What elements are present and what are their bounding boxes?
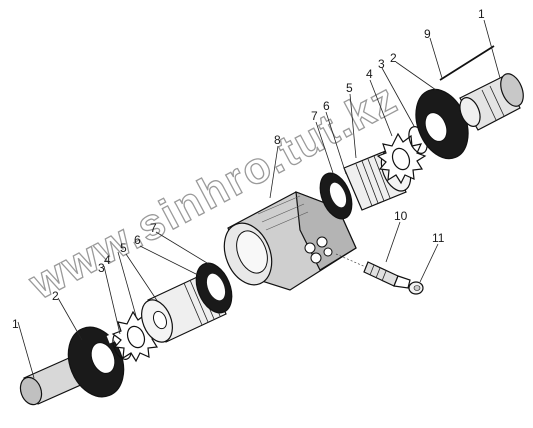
callout-1-upper: 1 bbox=[478, 7, 485, 21]
callout-labels: 1 2 3 4 5 6 7 8 7 6 5 4 3 2 9 1 10 11 bbox=[12, 7, 485, 331]
leader-lines bbox=[17, 19, 501, 379]
cap-part-11 bbox=[408, 281, 424, 295]
housing-body bbox=[223, 191, 357, 291]
callout-6-lower: 6 bbox=[134, 233, 141, 247]
callout-10: 10 bbox=[394, 209, 408, 223]
seal-upper bbox=[319, 172, 353, 220]
fitting-part-10 bbox=[335, 253, 411, 289]
callout-4-upper: 4 bbox=[366, 67, 373, 81]
callout-8: 8 bbox=[274, 133, 281, 147]
dark-ring-lower bbox=[67, 326, 125, 398]
callout-5-upper: 5 bbox=[346, 81, 353, 95]
gear-upper bbox=[376, 132, 427, 185]
callout-7-upper: 7 bbox=[311, 109, 318, 123]
callout-7-lower: 7 bbox=[150, 221, 157, 235]
callout-9: 9 bbox=[424, 27, 431, 41]
callout-3-upper: 3 bbox=[378, 57, 385, 71]
seal-lower bbox=[195, 262, 233, 314]
callout-4-lower: 4 bbox=[104, 253, 111, 267]
callout-6-upper: 6 bbox=[323, 99, 330, 113]
callout-5-lower: 5 bbox=[120, 241, 127, 255]
dark-ring-upper bbox=[415, 88, 469, 160]
callout-2-lower: 2 bbox=[52, 289, 59, 303]
callout-2-upper: 2 bbox=[390, 51, 397, 65]
shaft-upper-right bbox=[459, 73, 524, 131]
callout-3-lower: 3 bbox=[98, 261, 105, 275]
pin-part-9 bbox=[439, 45, 495, 81]
callout-1-lower: 1 bbox=[12, 317, 19, 331]
callout-11: 11 bbox=[432, 231, 445, 245]
